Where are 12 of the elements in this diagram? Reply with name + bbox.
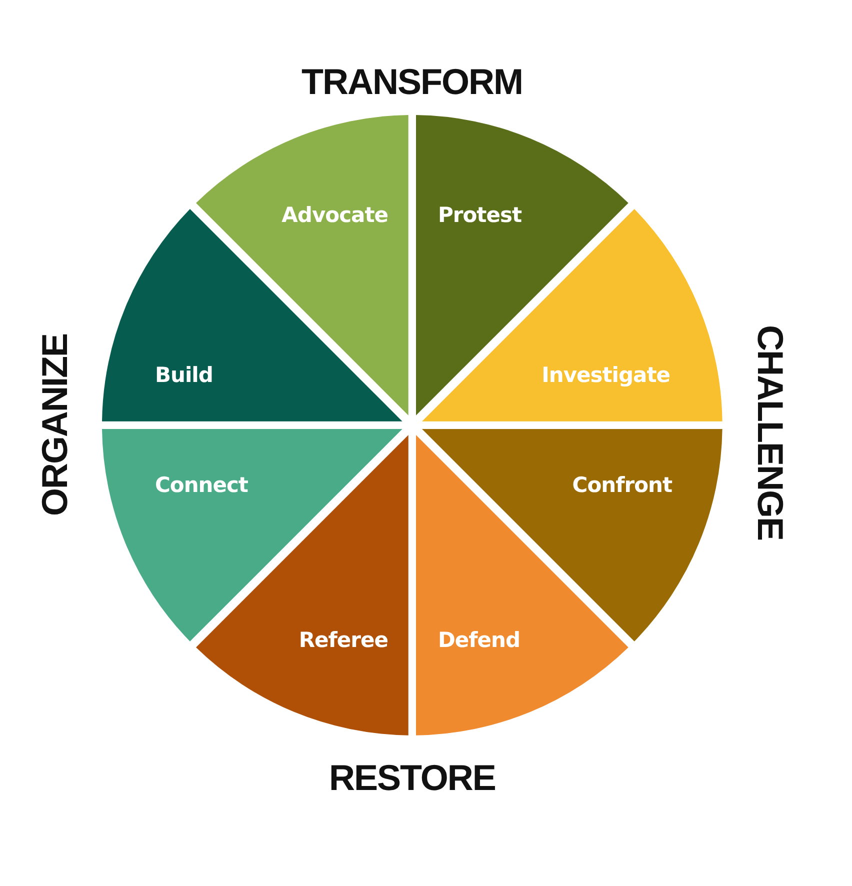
- segment-label: Advocate: [282, 202, 388, 228]
- segment-label: Build: [154, 362, 213, 388]
- category-label: ORGANIZE: [35, 334, 75, 516]
- segment-label: Referee: [298, 626, 388, 653]
- segment-label: Protest: [438, 202, 522, 228]
- category-label: RESTORE: [329, 758, 496, 798]
- category-label: CHALLENGE: [750, 324, 790, 540]
- segment-label: Connect: [154, 472, 248, 498]
- category-label: TRANSFORM: [302, 62, 522, 102]
- segment-label: Defend: [438, 626, 520, 653]
- segment-label: Confront: [572, 472, 672, 498]
- segment-label: Investigate: [542, 362, 670, 388]
